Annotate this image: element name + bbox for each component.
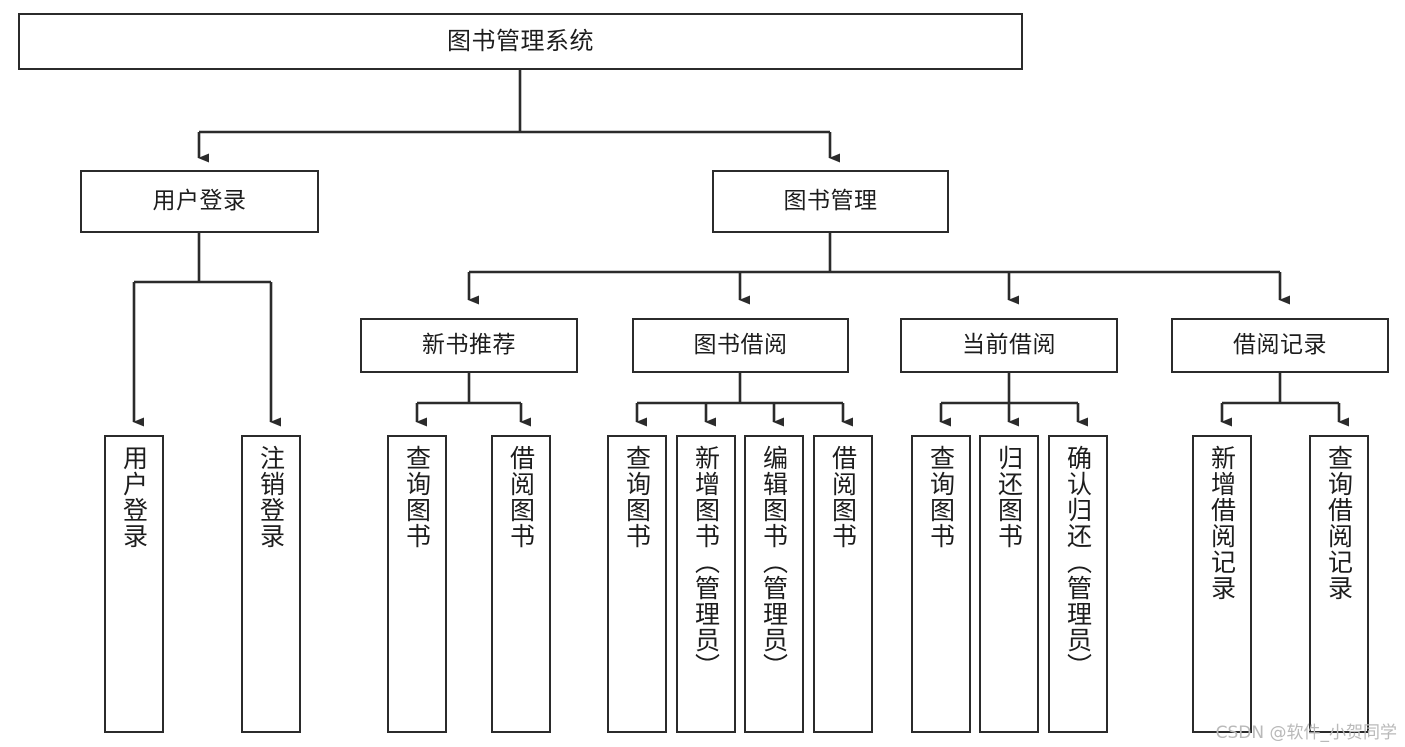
node-root[interactable]: 图书管理系统 xyxy=(18,13,1023,70)
node-leaf-confirm-return[interactable]: 确认归还（管理员） xyxy=(1048,435,1108,733)
node-leaf-add-record-label: 新增借阅记录 xyxy=(1207,445,1237,601)
node-leaf-add-book-label: 新增图书（管理员） xyxy=(691,445,721,679)
node-leaf-query-book-1[interactable]: 查询图书 xyxy=(387,435,447,733)
node-leaf-user-login[interactable]: 用户登录 xyxy=(104,435,164,733)
node-current-borrow-label: 当前借阅 xyxy=(962,331,1056,358)
node-leaf-borrow-book-2-label: 借阅图书 xyxy=(828,445,858,549)
node-leaf-query-book-3[interactable]: 查询图书 xyxy=(911,435,971,733)
node-leaf-user-login-label: 用户登录 xyxy=(119,445,149,549)
node-leaf-edit-book[interactable]: 编辑图书（管理员） xyxy=(744,435,804,733)
node-leaf-logout-login[interactable]: 注销登录 xyxy=(241,435,301,733)
csdn-watermark: CSDN @软件_小贺同学 xyxy=(1215,723,1397,743)
node-borrow-record[interactable]: 借阅记录 xyxy=(1171,318,1389,373)
node-leaf-edit-book-label: 编辑图书（管理员） xyxy=(759,445,789,679)
node-book-manage[interactable]: 图书管理 xyxy=(712,170,949,233)
node-user-login-label: 用户登录 xyxy=(152,187,247,214)
node-book-manage-label: 图书管理 xyxy=(783,187,878,214)
node-leaf-query-record[interactable]: 查询借阅记录 xyxy=(1309,435,1369,733)
node-root-label: 图书管理系统 xyxy=(447,27,594,56)
node-book-borrow-label: 图书借阅 xyxy=(693,331,788,358)
node-leaf-query-record-label: 查询借阅记录 xyxy=(1324,445,1354,601)
node-leaf-borrow-book-2[interactable]: 借阅图书 xyxy=(813,435,873,733)
node-leaf-borrow-book-1-label: 借阅图书 xyxy=(506,445,536,549)
node-leaf-query-book-2[interactable]: 查询图书 xyxy=(607,435,667,733)
node-leaf-borrow-book-1[interactable]: 借阅图书 xyxy=(491,435,551,733)
node-leaf-confirm-return-label: 确认归还（管理员） xyxy=(1063,445,1093,679)
node-user-login[interactable]: 用户登录 xyxy=(80,170,319,233)
node-current-borrow[interactable]: 当前借阅 xyxy=(900,318,1118,373)
node-borrow-record-label: 借阅记录 xyxy=(1233,331,1327,358)
node-leaf-query-book-2-label: 查询图书 xyxy=(622,445,652,549)
node-book-borrow[interactable]: 图书借阅 xyxy=(632,318,849,373)
node-leaf-return-book[interactable]: 归还图书 xyxy=(979,435,1039,733)
node-new-book-rec[interactable]: 新书推荐 xyxy=(360,318,578,373)
node-leaf-add-record[interactable]: 新增借阅记录 xyxy=(1192,435,1252,733)
node-new-book-rec-label: 新书推荐 xyxy=(422,331,516,358)
node-leaf-query-book-1-label: 查询图书 xyxy=(402,445,432,549)
node-leaf-add-book[interactable]: 新增图书（管理员） xyxy=(676,435,736,733)
node-leaf-return-book-label: 归还图书 xyxy=(994,445,1024,549)
node-leaf-logout-login-label: 注销登录 xyxy=(256,445,286,549)
node-leaf-query-book-3-label: 查询图书 xyxy=(926,445,956,549)
